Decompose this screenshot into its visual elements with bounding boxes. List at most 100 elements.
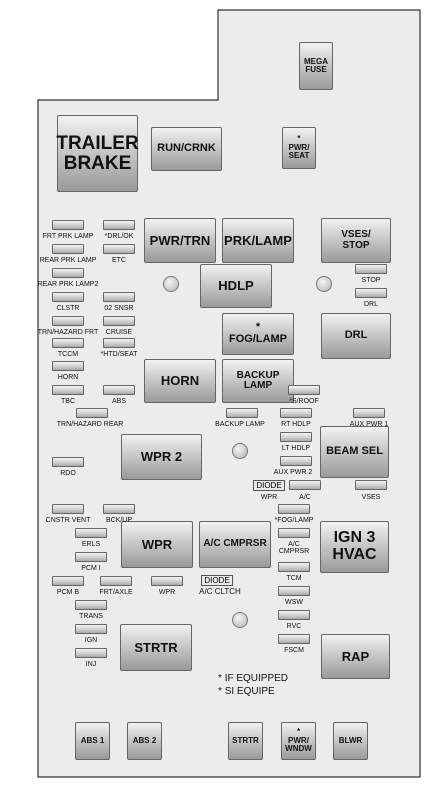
diode-ac: DIODE: [201, 575, 233, 586]
fuse-wsw: [278, 586, 310, 596]
relay-horn: HORN: [144, 359, 216, 403]
label-pcm-b: PCM B: [56, 589, 80, 596]
label-ign: IGN: [84, 637, 98, 644]
relay-wpr2: WPR 2: [121, 434, 202, 480]
label-aux-pwr2: AUX PWR 2: [273, 469, 313, 476]
relay-blwr-label: BLWR: [338, 735, 363, 745]
relay-wpr-label: WPR: [141, 536, 173, 552]
label-clstr: CLSTR: [56, 305, 80, 312]
fuse-o2-snsr: [103, 292, 135, 302]
relay-ac-cmprsr: A/C CMPRSR: [199, 521, 271, 568]
fuse-wpr-lower: [151, 576, 183, 586]
label-o2-snsr: 02 SNSR: [104, 305, 134, 312]
relay-run-crnk: RUN/CRNK: [151, 127, 222, 171]
relay-abs1: ABS 1: [75, 722, 110, 760]
label-abs: ABS: [111, 398, 127, 405]
fuse-ac: [289, 480, 321, 490]
relay-ign3-hvac: IGN 3 HVAC: [320, 521, 389, 573]
relay-ac-cmprsr-label: A/C CMPRSR: [203, 538, 267, 550]
label-fscm: FSCM: [284, 647, 304, 654]
fuse-s-roof: [288, 385, 320, 395]
fuse-lt-hdlp: [280, 432, 312, 442]
relay-mega-fuse: MEGA FUSE: [299, 42, 333, 90]
fuse-inj: [75, 648, 107, 658]
relay-rap-label: RAP: [341, 648, 370, 664]
relay-pwr-wndw: * PWR/ WNDW: [281, 722, 316, 760]
label-wpr-diode: WPR: [260, 494, 278, 501]
fuse-trn-hazard-frt: [52, 316, 84, 326]
relay-fog-lamp-label: * FOG/LAMP: [228, 321, 288, 345]
label-s-roof: *S/ROOF: [289, 398, 319, 405]
fuse-tcm: [278, 562, 310, 572]
relay-backup-lamp: BACKUP LAMP: [222, 359, 294, 403]
relay-abs1-label: ABS 1: [80, 735, 105, 745]
diode-ac-label: DIODE: [204, 576, 230, 585]
relay-pwr-wndw-label: * PWR/ WNDW: [285, 727, 312, 754]
mounting-hole: [163, 276, 179, 292]
fuse-abs: [103, 385, 135, 395]
relay-pwr-trn-label: PWR/TRN: [149, 232, 211, 248]
label-rt-hdlp: RT HDLP: [281, 421, 311, 428]
relay-strtr: STRTR: [120, 624, 192, 671]
relay-ign3-hvac-label: IGN 3 HVAC: [332, 529, 377, 563]
relay-hdlp: HDLP: [200, 264, 272, 308]
label-frt-axle: FRT/AXLE: [99, 589, 133, 596]
fuse-pcm-i: [75, 552, 107, 562]
label-bck-up: BCK/UP: [105, 517, 133, 524]
relay-fog-lamp: * FOG/LAMP: [222, 313, 294, 355]
label-drl-fuse: DRL: [363, 301, 379, 308]
label-horn-fuse: HORN: [57, 374, 79, 381]
legend-marker: *: [218, 673, 222, 684]
relay-beam-sel: BEAM SEL: [320, 426, 389, 478]
fuse-rt-hdlp: [280, 408, 312, 418]
relay-pwr-seat: * PWR/ SEAT: [282, 127, 316, 169]
label-backup-lamp-fuse: BACKUP LAMP: [215, 421, 265, 428]
label-pcm-i: PCM I: [81, 565, 101, 572]
relay-strtr-bottom: STRTR: [228, 722, 263, 760]
fuse-vses: [355, 480, 387, 490]
relay-drl-label: DRL: [344, 329, 368, 342]
label-inj: INJ: [85, 661, 97, 668]
relay-horn-label: HORN: [160, 373, 200, 389]
label-tccm: TCCM: [57, 351, 79, 358]
label-vses: VSES: [361, 494, 381, 501]
relay-strtr-bottom-label: STRTR: [232, 735, 259, 745]
relay-prk-lamp: PRK/LAMP: [222, 218, 294, 263]
label-etc: ETC: [112, 257, 126, 264]
label-erls: ERLS: [81, 541, 101, 548]
label-rvc: RVC: [286, 623, 302, 630]
fuse-frt-axle: [100, 576, 132, 586]
relay-run-crnk-label: RUN/CRNK: [157, 142, 216, 155]
relay-rap: RAP: [321, 634, 390, 679]
diode-wpr-label: DIODE: [256, 481, 282, 490]
fuse-bck-up: [103, 504, 135, 514]
fuse-stop: [355, 264, 387, 274]
fuse-ac-cmprsr: [278, 528, 310, 538]
relay-trailer-brake: TRAILER BRAKE: [56, 115, 139, 192]
mounting-hole: [232, 612, 248, 628]
fuse-backup-lamp: [226, 408, 258, 418]
fuse-tbc: [52, 385, 84, 395]
fuse-drl: [355, 288, 387, 298]
fuse-trn-hazard-rear: [76, 408, 108, 418]
label-tcm: TCM: [286, 575, 302, 582]
label-fog-lamp: *FOG/LAMP: [274, 517, 314, 524]
diode-wpr: DIODE: [253, 480, 285, 491]
legend-if-equipped-text: IF EQUIPPED: [224, 673, 289, 684]
fuse-cnstr-vent: [52, 504, 84, 514]
legend-si-equipe-text: SI EQUIPE: [224, 686, 275, 697]
relay-blwr: BLWR: [333, 722, 368, 760]
legend-marker: *: [218, 686, 222, 697]
label-tbc: TBC: [61, 398, 75, 405]
fuse-pcm-b: [52, 576, 84, 586]
label-ac-cltch: A/C CLTCH: [199, 587, 241, 596]
fuse-rdo: [52, 457, 84, 467]
legend-if-equipped: * IF EQUIPPED: [218, 673, 288, 684]
label-drl-ok: *DRL/OK: [104, 233, 134, 240]
relay-drl: DRL: [321, 313, 391, 359]
relay-pwr-trn: PWR/TRN: [144, 218, 216, 263]
label-rear-prk-lamp: REAR PRK LAMP: [39, 257, 97, 264]
fuse-etc: [103, 244, 135, 254]
relay-vses-stop-label: VSES/ STOP: [341, 229, 371, 251]
fuse-htd-seat: [103, 338, 135, 348]
